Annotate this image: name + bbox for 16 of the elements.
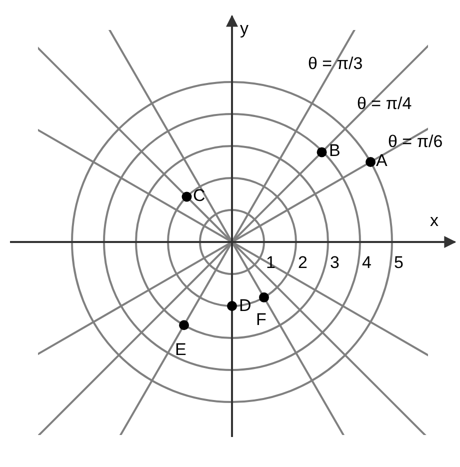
point-label: E (175, 341, 186, 358)
angle-label: θ = π/4 (357, 95, 412, 112)
point-label: B (329, 142, 340, 159)
axis-label: y (240, 20, 248, 37)
point-label: F (256, 311, 266, 328)
tick-label: 2 (298, 254, 308, 271)
tick-label: 5 (394, 254, 404, 271)
angle-label: θ = π/3 (308, 55, 363, 72)
tick-label: 3 (330, 254, 340, 271)
tick-label: 4 (362, 254, 372, 271)
axis-label: x (430, 212, 438, 229)
tick-label: 1 (266, 254, 276, 271)
point-label: A (376, 152, 388, 169)
angle-label: θ = π/6 (388, 133, 443, 150)
point-label: C (193, 187, 206, 204)
point-label: D (239, 297, 252, 314)
